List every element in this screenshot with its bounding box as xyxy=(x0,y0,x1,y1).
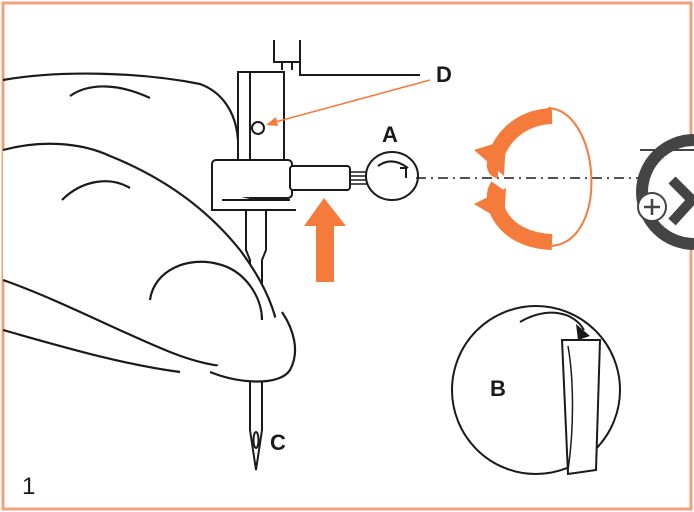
label-c: C xyxy=(270,430,286,455)
needle-bar xyxy=(238,72,284,162)
figure-number: 1 xyxy=(22,473,35,500)
label-d: D xyxy=(436,62,452,87)
needle-flat-side-inset: B xyxy=(452,306,620,474)
clamp-screw-knob xyxy=(366,152,418,200)
label-b: B xyxy=(490,376,506,401)
label-a: A xyxy=(382,122,398,147)
needle-eye xyxy=(254,432,259,448)
needle-bar-hole xyxy=(252,122,264,134)
